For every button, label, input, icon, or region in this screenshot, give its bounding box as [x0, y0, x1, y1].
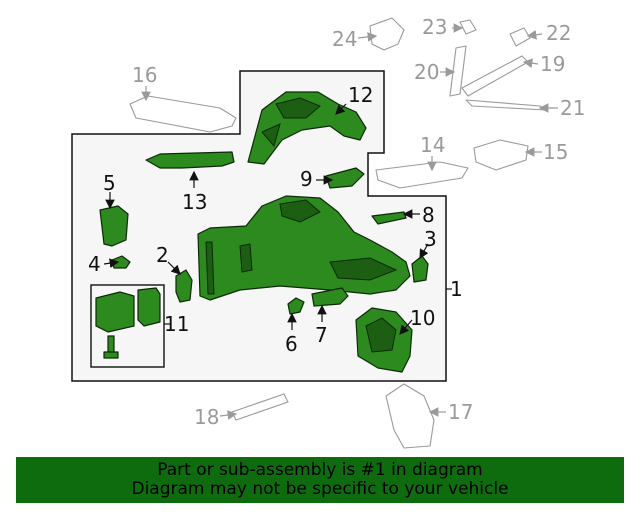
part-23-clip[interactable]: [459, 19, 477, 35]
callout-15[interactable]: 15: [543, 140, 568, 164]
callout-18[interactable]: 18: [194, 405, 219, 429]
callout-9[interactable]: 9: [300, 167, 313, 191]
callout-16[interactable]: 16: [132, 63, 157, 87]
part-16-cowl-panel[interactable]: [129, 95, 237, 133]
notice-line-1: Part or sub-assembly is #1 in diagram: [157, 460, 483, 480]
callout-17[interactable]: 17: [448, 400, 473, 424]
callout-2[interactable]: 2: [156, 243, 169, 267]
callout-20[interactable]: 20: [414, 60, 439, 84]
callout-10[interactable]: 10: [410, 306, 435, 330]
callout-22[interactable]: 22: [546, 21, 571, 45]
notice-banner: Part or sub-assembly is #1 in diagram Di…: [16, 457, 624, 503]
part-21-strip[interactable]: [465, 99, 547, 111]
part-2-bracket[interactable]: [175, 269, 193, 303]
part-7-reinforcement[interactable]: [311, 287, 349, 307]
notice-line-2: Diagram may not be specific to your vehi…: [131, 479, 509, 499]
part-14-panel[interactable]: [375, 161, 469, 189]
callout-3[interactable]: 3: [424, 227, 437, 251]
part-18-brace[interactable]: [231, 393, 289, 421]
part-19-brace[interactable]: [461, 55, 529, 97]
part-11-group-box: [90, 284, 165, 368]
callout-7[interactable]: 7: [315, 323, 328, 347]
callout-12[interactable]: 12: [348, 83, 373, 107]
exploded-parts-diagram: 1 2 3 4 5 6 7 8 9 10 11 12 13 14 15 16 1…: [71, 15, 585, 449]
part-17-mount[interactable]: [385, 383, 435, 449]
callout-6[interactable]: 6: [285, 332, 298, 356]
callout-5[interactable]: 5: [103, 171, 116, 195]
callout-4[interactable]: 4: [88, 252, 101, 276]
callout-14[interactable]: 14: [420, 133, 445, 157]
part-15-support[interactable]: [473, 139, 529, 171]
callout-11[interactable]: 11: [164, 312, 189, 336]
part-13-cowl-bracket[interactable]: [145, 151, 235, 169]
callout-21[interactable]: 21: [560, 96, 585, 120]
callout-1[interactable]: 1: [450, 277, 463, 301]
part-5-bracket[interactable]: [99, 205, 129, 247]
part-24-bracket[interactable]: [369, 17, 405, 51]
part-20-rod[interactable]: [449, 45, 467, 97]
part-11-hardware[interactable]: [95, 287, 161, 359]
part-9-bracket[interactable]: [325, 167, 365, 189]
part-6-bracket[interactable]: [287, 297, 305, 315]
part-1-side-member-assembly[interactable]: [197, 195, 411, 301]
callout-24[interactable]: 24: [332, 27, 357, 51]
part-22-bracket[interactable]: [509, 27, 531, 47]
callout-19[interactable]: 19: [540, 52, 565, 76]
callout-23[interactable]: 23: [422, 15, 447, 39]
callout-8[interactable]: 8: [422, 203, 435, 227]
callout-13[interactable]: 13: [182, 190, 207, 214]
